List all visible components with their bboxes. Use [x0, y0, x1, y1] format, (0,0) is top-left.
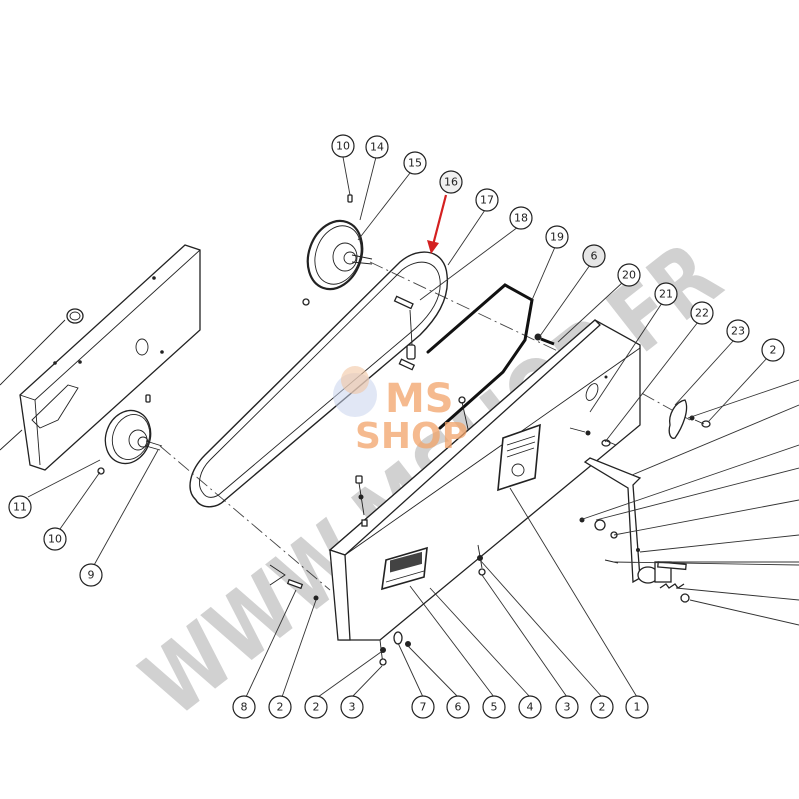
callout-14[interactable]: 14: [365, 135, 389, 159]
mshop-logo: MS SHOP: [333, 366, 468, 457]
callout-21[interactable]: 21: [654, 282, 678, 306]
label-plate: [497, 423, 541, 492]
callout-label: 9: [88, 569, 95, 582]
callout-label: 17: [480, 194, 494, 207]
callout-label: 10: [336, 140, 350, 153]
callout-label: 16: [444, 176, 458, 189]
callout-label: 5: [491, 701, 498, 714]
callout-6-top[interactable]: 6: [582, 244, 606, 268]
callout-label: 1: [634, 701, 641, 714]
callout-label: 14: [370, 141, 384, 154]
callout-label: 22: [695, 307, 709, 320]
logo-line-2: SHOP: [355, 416, 468, 457]
callout-6-bottom[interactable]: 6: [446, 695, 470, 719]
callout-18[interactable]: 18: [509, 206, 533, 230]
callout-label: 11: [13, 501, 27, 514]
callout-label: 15: [408, 157, 422, 170]
callout-label: 3: [349, 701, 356, 714]
brand-decal: [381, 546, 428, 591]
latch-plate: [668, 399, 711, 439]
callout-label: 6: [455, 701, 462, 714]
callout-11[interactable]: 11: [8, 495, 32, 519]
callout-10-top[interactable]: 10: [331, 134, 355, 158]
callout-7[interactable]: 7: [411, 695, 435, 719]
callout-9[interactable]: 9: [79, 563, 103, 587]
callout-8[interactable]: 8: [232, 695, 256, 719]
callout-2-b2[interactable]: 2: [304, 695, 328, 719]
callout-label: 6: [591, 250, 598, 263]
v-belt: [189, 251, 449, 508]
small-bolt: [534, 333, 555, 346]
callout-3-b2[interactable]: 3: [555, 695, 579, 719]
tensioner-bolt: [393, 295, 416, 371]
callout-2-b1[interactable]: 2: [268, 695, 292, 719]
callout-label: 18: [514, 212, 528, 225]
tension-lever: [579, 457, 690, 603]
bottom-hardware: [269, 544, 486, 666]
logo-line-1: MS: [385, 376, 454, 422]
callout-label: 10: [48, 533, 62, 546]
callout-label: 7: [420, 701, 427, 714]
callout-label: 19: [550, 231, 564, 244]
callout-10-left[interactable]: 10: [43, 527, 67, 551]
callout-16[interactable]: 16: [439, 170, 463, 194]
callout-22[interactable]: 22: [690, 301, 714, 325]
callout-label: 3: [564, 701, 571, 714]
callout-label: 21: [659, 288, 673, 301]
callout-label: 2: [770, 344, 777, 357]
highlight-arrow: [427, 194, 448, 254]
callout-23[interactable]: 23: [726, 319, 750, 343]
callout-label: 20: [622, 269, 636, 282]
callout-label: 4: [527, 701, 534, 714]
callout-1[interactable]: 1: [625, 695, 649, 719]
callout-3-b1[interactable]: 3: [340, 695, 364, 719]
callout-15[interactable]: 15: [403, 151, 427, 175]
callout-2-b3[interactable]: 2: [590, 695, 614, 719]
callout-label: 23: [731, 325, 745, 338]
callout-label: 8: [241, 701, 248, 714]
driven-pulley: [302, 194, 373, 306]
housing-bolt: [355, 475, 368, 527]
callout-2-top[interactable]: 2: [761, 338, 785, 362]
callout-label: 2: [599, 701, 606, 714]
leader-lines: [27, 156, 799, 698]
callout-17[interactable]: 17: [475, 188, 499, 212]
belt-guide-rod: [426, 283, 534, 430]
callout-4[interactable]: 4: [518, 695, 542, 719]
callout-label: 2: [313, 701, 320, 714]
callout-label: 2: [277, 701, 284, 714]
callout-20[interactable]: 20: [617, 263, 641, 287]
callout-5[interactable]: 5: [482, 695, 506, 719]
mounting-bracket: [0, 244, 201, 471]
callout-19[interactable]: 19: [545, 225, 569, 249]
